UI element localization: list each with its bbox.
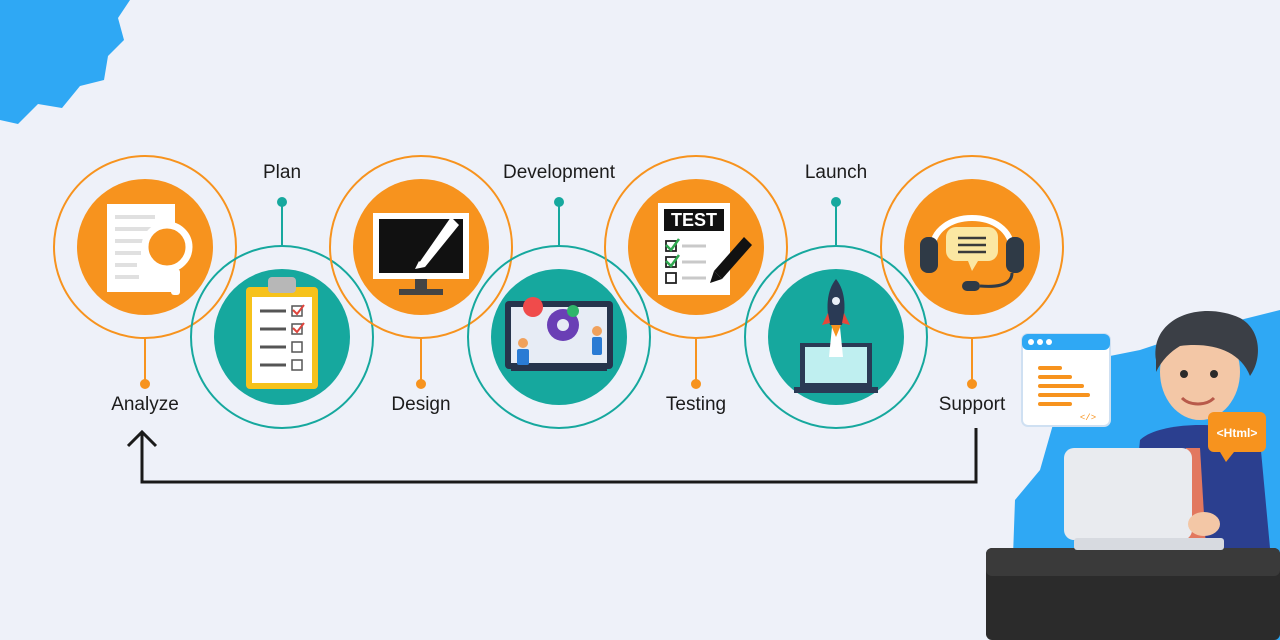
step-label-analyze: Analyze: [111, 394, 179, 415]
step-label-development: Development: [503, 162, 615, 183]
test-checklist-icon: TEST: [658, 203, 752, 295]
corner-gear-decoration: [0, 0, 130, 124]
clipboard-checklist-icon: [246, 277, 318, 389]
connector-dot-launch: [831, 197, 841, 207]
step-label-design: Design: [391, 394, 451, 415]
test-sign-text: TEST: [671, 210, 717, 230]
connector-dot-design: [416, 379, 426, 389]
connector-dot-plan: [277, 197, 287, 207]
code-tag-text: </>: [1080, 413, 1096, 423]
step-label-launch: Launch: [804, 162, 868, 183]
headset-chat-icon: [920, 215, 1024, 291]
connector-dot-analyze: [140, 379, 150, 389]
html-badge: <Html>: [1208, 412, 1266, 462]
rocket-laptop-icon: [794, 279, 878, 393]
developer-hair: [1155, 311, 1259, 376]
return-arrow: [126, 428, 978, 484]
connector-dot-support: [967, 379, 977, 389]
developers-gears-icon: [505, 297, 613, 371]
document-magnifier-icon: [107, 204, 193, 295]
step-label-plan: Plan: [262, 162, 302, 183]
html-badge-text: <Html>: [1217, 426, 1258, 440]
step-label-testing: Testing: [665, 394, 727, 415]
developer-illustration: </> <Html>: [986, 311, 1280, 640]
connector-dot-testing: [691, 379, 701, 389]
laptop: [1064, 448, 1224, 550]
monitor-pen-icon: [373, 213, 469, 295]
step-label-support: Support: [938, 394, 1006, 415]
code-window: </>: [1021, 333, 1111, 427]
connector-dot-development: [554, 197, 564, 207]
